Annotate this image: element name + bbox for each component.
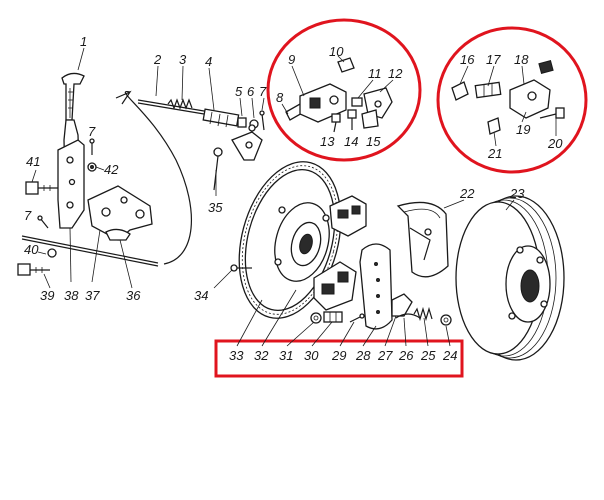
- label-12: 12: [388, 66, 403, 81]
- bolt-20: [555, 107, 565, 119]
- wheel-cylinder-upper: [329, 195, 367, 237]
- spring-25: [413, 306, 433, 322]
- label-11: 11: [368, 66, 382, 81]
- brake-shoe-lower-28: [359, 243, 393, 330]
- label-10: 10: [329, 44, 344, 59]
- label-27: 27: [377, 348, 393, 363]
- leader-lines: [31, 47, 557, 347]
- bracket-plate-37: [87, 185, 153, 241]
- bleeder-16: [451, 81, 469, 101]
- nut-5: [237, 117, 247, 128]
- label-19: 19: [516, 122, 530, 137]
- pin-29: [349, 313, 365, 323]
- cup-24: [440, 314, 452, 326]
- label-35: 35: [208, 200, 223, 215]
- spring-3: [167, 98, 193, 110]
- screw-19: [539, 113, 557, 119]
- label-8: 8: [276, 90, 284, 105]
- label-40: 40: [24, 242, 39, 257]
- label-1: 1: [80, 34, 87, 49]
- label-32: 32: [254, 348, 269, 363]
- label-41: 41: [26, 154, 40, 169]
- label-26: 26: [398, 348, 414, 363]
- label-7-right: 7: [259, 84, 267, 99]
- pin-7-upper: [89, 138, 95, 155]
- label-13: 13: [320, 134, 335, 149]
- rod-40: [21, 235, 159, 267]
- wheel-cylinder-lower: [313, 261, 357, 311]
- cap-10: [337, 57, 355, 73]
- label-25: 25: [420, 348, 436, 363]
- bolt-34: [230, 264, 252, 272]
- label-30: 30: [304, 348, 319, 363]
- washer-42: [87, 162, 97, 172]
- label-29: 29: [331, 348, 346, 363]
- brake-shoe-upper-22: [396, 201, 449, 278]
- bolt-14: [347, 109, 357, 130]
- washer-31: [310, 312, 322, 324]
- label-6: 6: [247, 84, 255, 99]
- highlight-right-detail: [436, 26, 588, 174]
- label-31: 31: [279, 348, 293, 363]
- label-7-upper: 7: [88, 124, 96, 139]
- fork-8: [231, 124, 263, 161]
- label-42: 42: [104, 162, 119, 177]
- sleeve-4: [202, 108, 240, 128]
- label-22: 22: [459, 186, 475, 201]
- label-14: 14: [344, 134, 358, 149]
- label-33: 33: [229, 348, 244, 363]
- pin-7-left: [37, 215, 49, 229]
- label-39: 39: [40, 288, 54, 303]
- clip-36: [105, 228, 131, 241]
- plate-15: [361, 109, 379, 129]
- highlight-bottom-parts: [214, 339, 464, 378]
- label-24: 24: [442, 348, 457, 363]
- bolt-39: [17, 263, 50, 276]
- label-7-left: 7: [24, 208, 32, 223]
- part-number-labels: 1 2 3 4 5 6 7 8 9 10 11 12 13 14 15 16 1…: [24, 34, 563, 363]
- piston-17: [474, 81, 502, 99]
- label-9: 9: [288, 52, 295, 67]
- label-15: 15: [366, 134, 381, 149]
- label-20: 20: [547, 136, 563, 151]
- label-16: 16: [460, 52, 475, 67]
- piston-11: [351, 97, 363, 107]
- strut-26: [395, 313, 421, 319]
- pin-7-right: [259, 110, 265, 131]
- label-38: 38: [64, 288, 79, 303]
- label-36: 36: [126, 288, 141, 303]
- brake-drum-23: [455, 195, 565, 361]
- handbrake-lever: [57, 72, 85, 229]
- lever-27: [391, 293, 413, 317]
- cylinder-18: [509, 60, 554, 119]
- wheel-cylinder-9: [299, 83, 347, 123]
- screw-35: [213, 147, 223, 191]
- label-17: 17: [486, 52, 501, 67]
- bracket-12: [363, 87, 393, 119]
- label-4: 4: [205, 54, 212, 69]
- label-3: 3: [179, 52, 187, 67]
- label-23: 23: [509, 186, 525, 201]
- label-21: 21: [487, 146, 502, 161]
- label-18: 18: [514, 52, 529, 67]
- adjuster-30: [323, 311, 343, 323]
- bolt-13: [331, 113, 341, 133]
- hub-32: [274, 202, 330, 284]
- bolt-41: [25, 181, 58, 195]
- label-34: 34: [194, 288, 208, 303]
- highlight-left-detail: [266, 18, 422, 162]
- brake-cable: [115, 90, 193, 265]
- label-37: 37: [85, 288, 100, 303]
- label-5: 5: [235, 84, 243, 99]
- label-28: 28: [355, 348, 371, 363]
- label-2: 2: [153, 52, 162, 67]
- cap-21: [487, 117, 501, 135]
